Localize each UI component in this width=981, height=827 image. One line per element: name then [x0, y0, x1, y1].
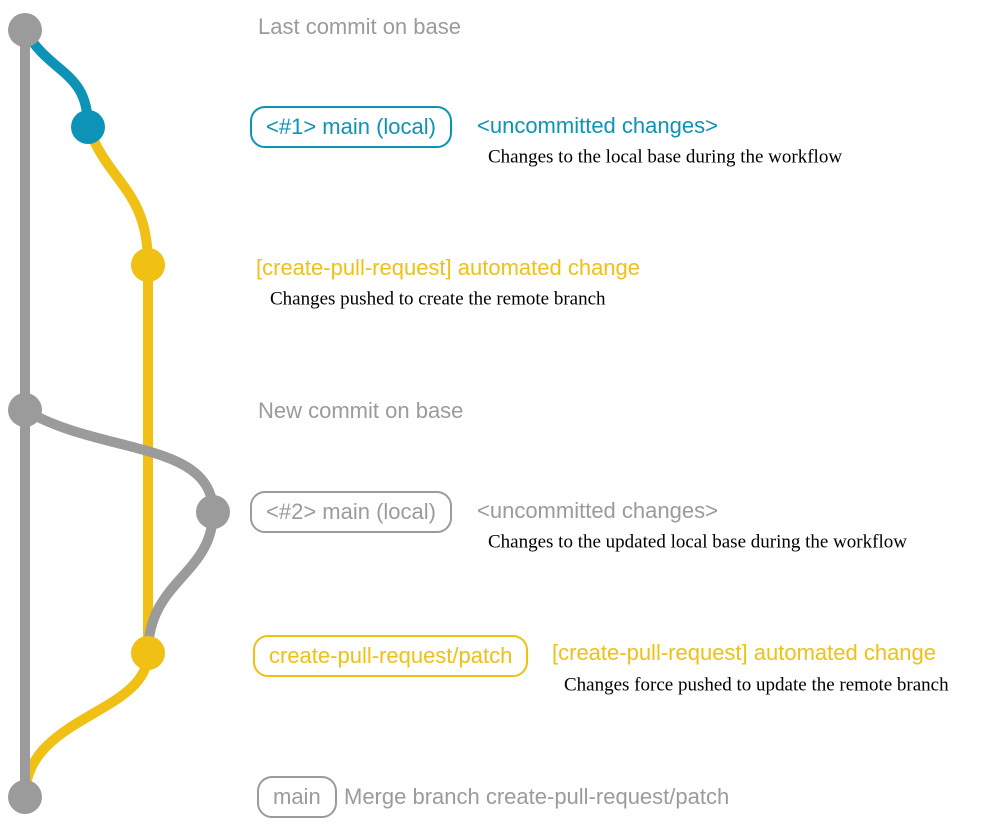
branch-tag-main-local-2-label: <#2> main (local): [266, 499, 436, 524]
commit-dot-uncommitted-1: [71, 110, 105, 144]
commit-message-uncommitted-1: <uncommitted changes>: [477, 113, 718, 138]
commit-message-last-base: Last commit on base: [258, 14, 461, 39]
commit-message-automated-change-2: [create-pull-request] automated change: [552, 640, 937, 665]
branch-tag-main-local-1-label: <#1> main (local): [266, 114, 436, 139]
commit-dot-automated-change-2: [131, 636, 165, 670]
annotation-uncommitted-1: Changes to the local base during the wor…: [488, 146, 843, 168]
annotation-uncommitted-2: Changes to the updated local base during…: [488, 531, 907, 553]
branch-main-local-1-curve: [20, 25, 93, 132]
branch-tag-patch: create-pull-request/patch: [253, 635, 529, 677]
commit-dot-last-base: [8, 13, 42, 47]
annotation-automated-change-2: Changes force pushed to update the remot…: [564, 674, 949, 696]
commit-message-new-base: New commit on base: [258, 398, 464, 423]
branch-main-local-2-curve-in: [143, 507, 218, 658]
annotation-automated-change-1: Changes pushed to create the remote bran…: [270, 288, 606, 310]
branch-tag-main-local-1: <#1> main (local): [250, 106, 452, 148]
branch-tag-main-label: main: [273, 784, 321, 809]
commit-message-automated-change-1: [create-pull-request] automated change: [256, 255, 641, 280]
branch-patch-merge-curve: [20, 648, 153, 802]
commit-dot-merge: [8, 780, 42, 814]
commit-dot-automated-change-1: [131, 248, 165, 282]
commit-message-merge: Merge branch create-pull-request/patch: [344, 784, 730, 809]
branch-tag-patch-label: create-pull-request/patch: [269, 643, 513, 668]
branch-main-local-2-curve-out: [20, 405, 218, 517]
branch-patch-curve-out: [83, 122, 153, 270]
commit-message-uncommitted-2: <uncommitted changes>: [477, 498, 718, 523]
branch-tag-main-local-2: <#2> main (local): [250, 491, 452, 533]
branch-tag-main: main: [257, 776, 337, 818]
commit-dot-uncommitted-2: [196, 495, 230, 529]
commit-dot-new-base: [8, 393, 42, 427]
